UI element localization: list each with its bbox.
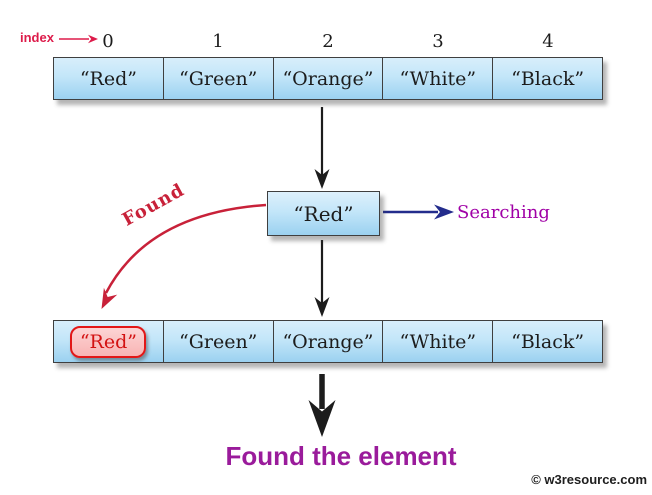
index-value-0: 0 (102, 31, 114, 52)
searching-caption: Searching (457, 202, 550, 223)
array-cell: “Orange” (274, 58, 384, 99)
array-cell: “Black” (511, 67, 585, 90)
result-arrow (308, 374, 336, 437)
found-highlight: “Red” (70, 325, 147, 358)
array-cell: “Green” (164, 321, 274, 362)
found-arrow (101, 203, 267, 309)
index-caption: index (20, 30, 54, 45)
array-cell: “White” (383, 321, 494, 362)
result-caption: Found the element (225, 441, 457, 471)
array-cell-found: “Red” (54, 321, 164, 362)
arrow-top-to-current (314, 107, 330, 189)
result-array: “Red” “Green” “Orange” “White” “Black” (53, 320, 603, 363)
watermark: © w3resource.com (531, 472, 647, 487)
array-cell: “Green” (164, 58, 274, 99)
found-caption: Found (118, 179, 189, 231)
current-element-box: “Red” (267, 191, 380, 236)
arrow-current-to-bottom (314, 240, 330, 317)
source-array: “Red” “Green” “Orange” “White” “Black” (53, 57, 603, 100)
index-value-2: 2 (322, 31, 334, 52)
index-value-3: 3 (432, 31, 444, 52)
array-cell: “Orange” (274, 321, 384, 362)
array-cell: “Red” (54, 58, 164, 99)
index-value-1: 1 (212, 31, 224, 52)
index-value-4: 4 (542, 31, 554, 52)
searching-arrow (383, 204, 454, 220)
array-cell: “Black” (511, 330, 585, 353)
array-cell: “White” (383, 58, 494, 99)
